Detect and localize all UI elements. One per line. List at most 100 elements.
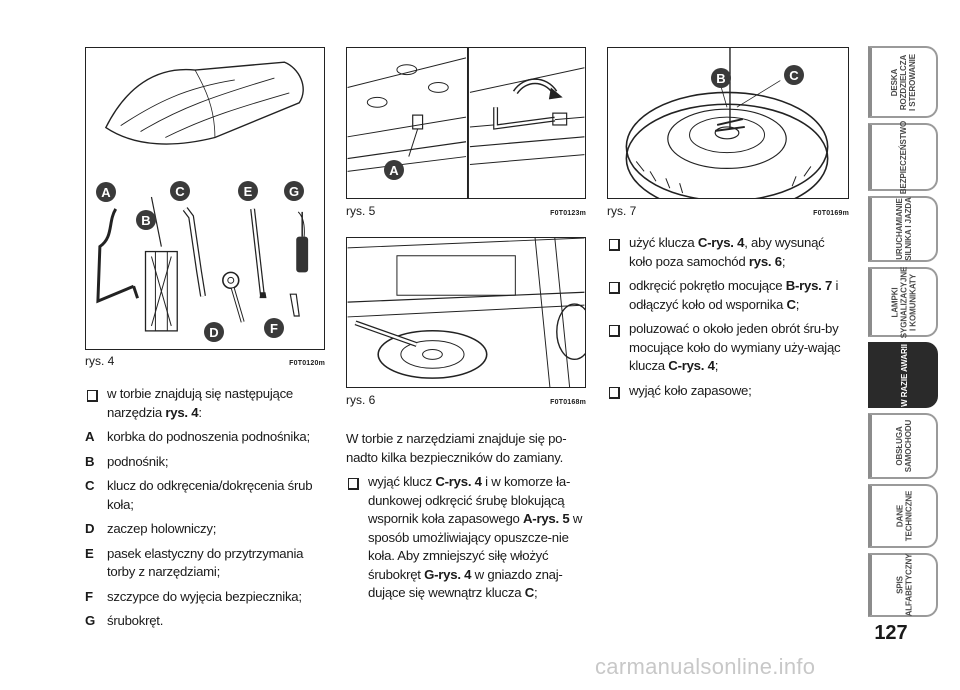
bullet-text: użyć klucza — [629, 235, 698, 250]
page-number: 127 — [874, 622, 908, 644]
bullet-text: w sposób umożliwiający opuszcze-nie koła… — [368, 511, 583, 582]
figure-label: rys. 7 — [607, 204, 637, 218]
item-text: korbka do podnoszenia podnośnika; — [107, 429, 310, 444]
bullet-text: , aby wysunąć koło poza samochód — [629, 235, 825, 269]
bullet-remove-key: wyjąć klucz C-rys. 4 i w komorze ła-dunk… — [346, 473, 588, 603]
tab-label: BEZPIECZEŃSTWO — [899, 120, 909, 194]
tab-label: SYGNALIZACYJNE — [899, 266, 909, 338]
figure-label: rys. 6 — [346, 393, 376, 407]
figure-reference: C — [524, 585, 535, 600]
bullet-text: wyjąć koło zapasowe; — [629, 382, 752, 398]
figure-label-c: C — [784, 65, 804, 85]
item-letter: C — [85, 478, 95, 493]
bullet-text: ; — [714, 358, 719, 373]
tab-label: OBSŁUGA — [895, 426, 904, 466]
item-letter: E — [85, 545, 94, 561]
tool-kit-illustration — [96, 61, 309, 332]
bullet-text: odkręcić pokrętło mocujące — [629, 278, 786, 293]
bullet-unscrew-knob: odkręcić pokrętło mocujące B-rys. 7 i od… — [607, 277, 851, 314]
figure-reference: B-rys. 7 — [785, 278, 833, 293]
tab-label: TECHNICZNE — [904, 490, 913, 542]
caption-rys-5: rys. 5 F0T0123m — [346, 204, 586, 218]
figure-label-b: B — [136, 210, 156, 230]
figure-rys-6 — [346, 237, 586, 388]
bullet-slide-wheel: użyć klucza C-rys. 4, aby wysunąć koło p… — [607, 234, 851, 271]
item-letter: A — [85, 429, 95, 444]
figure-label-g: G — [284, 181, 304, 201]
figure-label-b: B — [711, 68, 731, 88]
bullet-loosen-bolts: poluzować o około jeden obrót śru-by moc… — [607, 320, 851, 376]
figure-code: F0T0169m — [813, 210, 849, 217]
tab-label: SPIS — [895, 576, 904, 594]
tab-label: I STEROWANIE — [908, 53, 918, 111]
figure-code: F0T0120m — [289, 360, 325, 367]
column-3-text: użyć klucza C-rys. 4, aby wysunąć koło p… — [607, 234, 851, 406]
item-text: śrubokręt. — [107, 613, 164, 628]
figure-label-f: F — [264, 318, 284, 338]
caption-rys-4: rys. 4 F0T0120m — [85, 354, 325, 368]
bullet-text: ; — [781, 253, 786, 269]
figure-label-a: A — [384, 160, 404, 180]
figure-reference: C-rys. 4 — [435, 474, 482, 489]
bullet-remove-spare: wyjąć koło zapasowe; — [607, 382, 851, 401]
bullet-text-end: : — [198, 404, 202, 420]
figure-reference: G-rys. 4 — [424, 566, 472, 582]
tab-label: LAMPKI — [890, 286, 900, 318]
figure-reference: C-rys. 4 — [697, 235, 745, 250]
figure-label: rys. 5 — [346, 204, 376, 218]
watermark: carmanualsonline.info — [595, 654, 816, 679]
figure-reference: rys. 6 — [748, 253, 782, 269]
figure-label-c: C — [170, 181, 190, 201]
item-letter: B — [85, 453, 95, 469]
tab-label: I KOMUNIKATY — [908, 273, 918, 331]
figure-rys-7: B C — [607, 47, 849, 199]
item-letter: D — [85, 521, 95, 536]
column-1-text: w torbie znajdują się następujące narzęd… — [85, 385, 327, 637]
figure-label-d: D — [204, 322, 224, 342]
item-text: klucz do odkręcenia/dokręcenia śrub koła… — [107, 478, 313, 512]
lowered-spare-wheel-illustration — [347, 238, 585, 387]
bolt-location-illustration — [347, 48, 585, 198]
item-text: szczypce do wyjęcia bezpiecznika; — [107, 588, 302, 604]
tab-label: SILNIKA I JAZDA — [903, 197, 913, 261]
figure-label-e: E — [238, 181, 258, 201]
tab-label: W RAZIE AWARII — [899, 343, 909, 407]
figure-rys-5: A — [346, 47, 586, 199]
bullet-text: w gniazdo znaj-dujące się wewnątrz klucz… — [368, 566, 563, 601]
spare-wheel-support-illustration — [625, 48, 829, 198]
figure-label-a: A — [96, 182, 116, 202]
bullet-text: i w komorze ła-dunkowej odkręcić śrubę b… — [368, 474, 571, 526]
item-text: podnośnik; — [107, 453, 169, 469]
item-letter: G — [85, 613, 96, 628]
column-2-text: W torbie z narzędziami znajduje się po-n… — [346, 430, 588, 609]
tab-bezpieczenstwo[interactable]: BEZPIECZEŃSTWO — [868, 120, 938, 194]
bullet-text: w torbie znajdują się następujące narzęd… — [107, 386, 294, 420]
tab-w-razie-awarii[interactable]: W RAZIE AWARII — [868, 342, 938, 408]
bullet-text: wyjąć klucz — [368, 474, 436, 489]
tab-label: URUCHAMIANIE — [894, 198, 904, 260]
bullet-text: ; — [533, 585, 538, 600]
figure-reference: rys. 4 — [165, 404, 199, 420]
figure-rys-4: A B C D E F G — [85, 47, 325, 350]
figure-code: F0T0168m — [550, 399, 586, 406]
item-text: zaczep holowniczy; — [107, 521, 217, 536]
caption-rys-6: rys. 6 F0T0168m — [346, 393, 586, 407]
bullet-tool-list: w torbie znajdują się następujące narzęd… — [85, 385, 327, 422]
figure-code: F0T0123m — [550, 210, 586, 217]
tab-label: DANE — [895, 504, 904, 528]
item-text: pasek elastyczny do przytrzymania torby … — [107, 545, 304, 580]
figure-reference: A-rys. 5 — [523, 511, 570, 526]
item-letter: F — [85, 588, 93, 604]
